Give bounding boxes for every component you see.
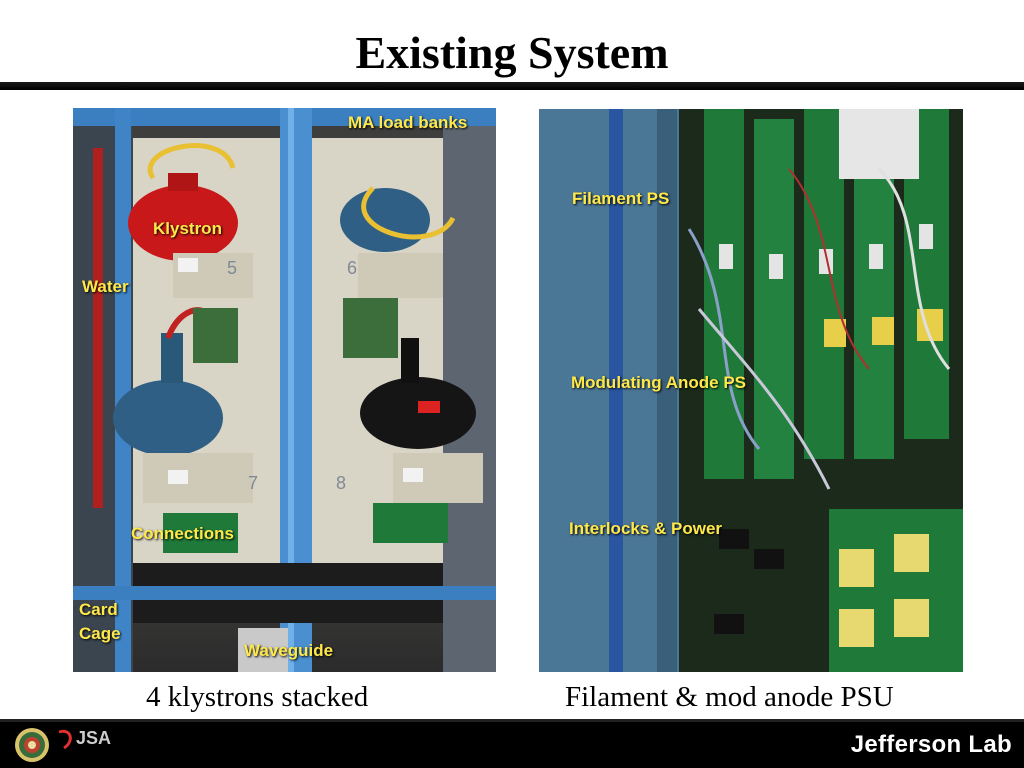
klystron-rack-illustration (73, 108, 496, 672)
klystron-red (128, 185, 238, 261)
left-post (115, 108, 131, 672)
slide-title: Existing System (355, 27, 669, 78)
psu-board-1 (704, 109, 744, 479)
jsa-logo-icon: JSA (56, 728, 111, 750)
klystron-blue-bottom (113, 380, 223, 456)
klystron-rack-photo: MA load banks Klystron Water Connections… (73, 108, 496, 672)
power-supply-photo: Filament PS Modulating Anode PS Interloc… (539, 109, 963, 672)
klystron-number-7: 7 (248, 473, 259, 493)
jefferson-lab-logo-icon: Jefferson Lab (850, 731, 1012, 758)
label-filament-ps: Filament PS (572, 189, 670, 208)
title-divider (0, 82, 1024, 90)
klystron-number-5: 5 (227, 258, 238, 278)
label-modulating-anode-ps: Modulating Anode PS (571, 373, 747, 392)
relay-board (829, 509, 963, 672)
label-connections: Connections (131, 524, 234, 543)
label-ma-load-banks: MA load banks (348, 113, 468, 132)
label-waveguide: Waveguide (244, 641, 334, 660)
water-pipe (93, 148, 103, 508)
klystron-number-6: 6 (347, 258, 358, 278)
footer-divider (0, 719, 1024, 722)
klystron-blue-top (340, 188, 430, 252)
footer-bar: JSA Jefferson Lab (0, 722, 1024, 768)
label-klystron: Klystron (153, 219, 222, 238)
right-photo-caption: Filament & mod anode PSU (565, 681, 894, 713)
power-supply-illustration (539, 109, 963, 672)
klystron-number-8: 8 (336, 473, 347, 493)
label-interlocks-power: Interlocks & Power (569, 519, 723, 538)
label-card-cage: Card Cage (79, 600, 121, 643)
psu-board-2 (754, 119, 794, 479)
psu-board-3 (804, 109, 844, 459)
label-water: Water (82, 277, 129, 296)
left-photo-caption: 4 klystrons stacked (146, 681, 369, 713)
doe-seal-icon (15, 728, 49, 762)
connections-board (163, 513, 238, 553)
